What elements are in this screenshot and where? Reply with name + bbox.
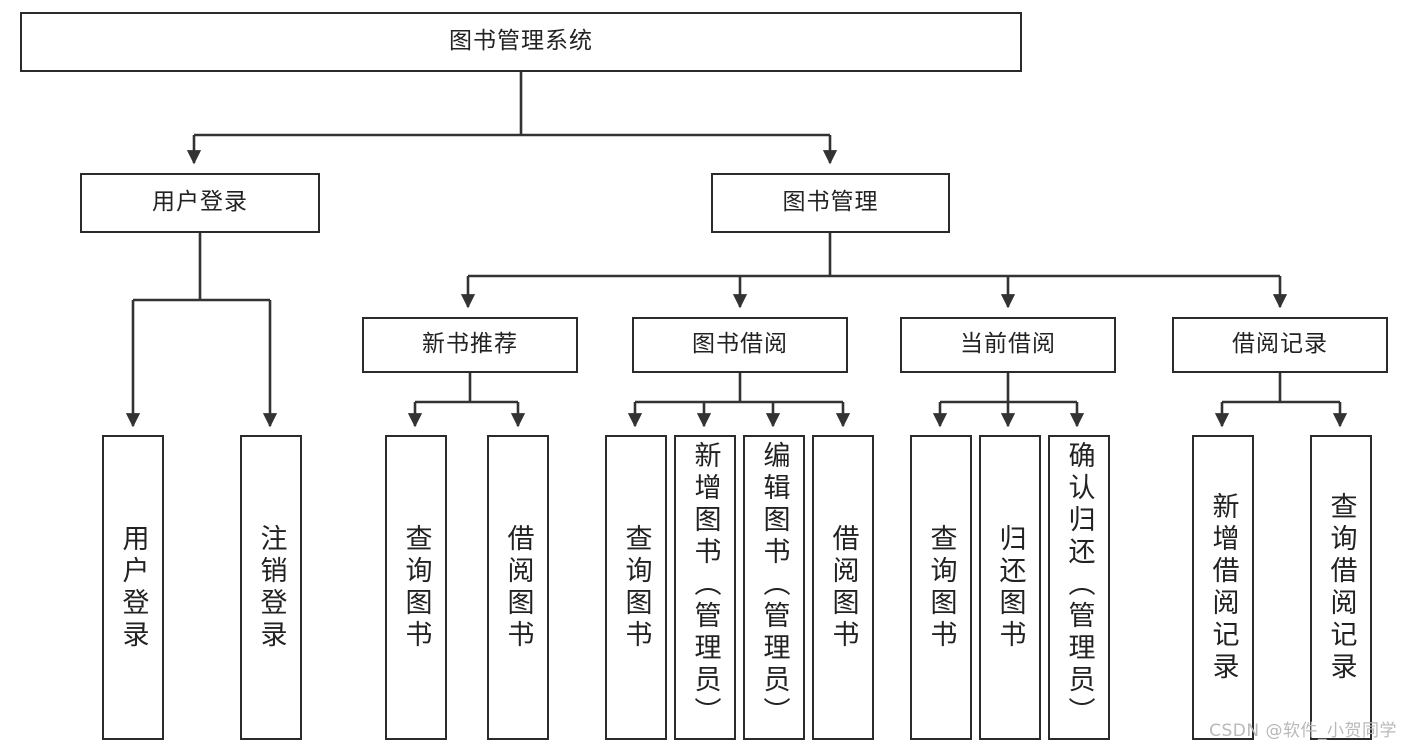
node-book-borrow-label: 图书借阅 — [692, 331, 788, 358]
node-leaf-logout-login[interactable]: 注销登录 — [240, 435, 302, 740]
node-leaf-return-book[interactable]: 归还图书 — [979, 435, 1041, 740]
node-new-book-recommend[interactable]: 新书推荐 — [362, 317, 578, 373]
node-leaf-edit-book-admin-label: 编辑图书（管理员） — [758, 441, 790, 729]
node-leaf-borrow-book-1-label: 借阅图书 — [502, 523, 534, 652]
node-leaf-add-borrow-record-label: 新增借阅记录 — [1207, 491, 1239, 684]
node-borrow-record-label: 借阅记录 — [1232, 331, 1328, 358]
node-leaf-return-book-label: 归还图书 — [994, 523, 1026, 652]
node-user-login[interactable]: 用户登录 — [80, 173, 320, 233]
node-leaf-confirm-return-admin[interactable]: 确认归还（管理员） — [1048, 435, 1110, 740]
node-leaf-query-book-3-label: 查询图书 — [925, 523, 957, 652]
node-leaf-borrow-book-2[interactable]: 借阅图书 — [812, 435, 874, 740]
node-book-manage[interactable]: 图书管理 — [711, 173, 950, 233]
node-book-borrow[interactable]: 图书借阅 — [632, 317, 848, 373]
node-root[interactable]: 图书管理系统 — [20, 12, 1022, 72]
node-leaf-add-book-admin-label: 新增图书（管理员） — [689, 441, 721, 729]
node-leaf-borrow-book-2-label: 借阅图书 — [827, 523, 859, 652]
node-book-manage-label: 图书管理 — [782, 189, 879, 216]
node-leaf-query-book-2-label: 查询图书 — [620, 523, 652, 652]
node-leaf-logout-login-label: 注销登录 — [255, 523, 287, 652]
node-leaf-query-book-1-label: 查询图书 — [400, 523, 432, 652]
node-borrow-record[interactable]: 借阅记录 — [1172, 317, 1388, 373]
node-user-login-label: 用户登录 — [152, 189, 248, 216]
node-leaf-add-borrow-record[interactable]: 新增借阅记录 — [1192, 435, 1254, 740]
csdn-watermark: CSDN @软件_小贺同学 — [1209, 721, 1397, 741]
node-leaf-query-book-1[interactable]: 查询图书 — [385, 435, 447, 740]
node-leaf-confirm-return-admin-label: 确认归还（管理员） — [1063, 441, 1095, 729]
node-current-borrow-label: 当前借阅 — [960, 331, 1056, 358]
node-leaf-query-book-2[interactable]: 查询图书 — [605, 435, 667, 740]
node-leaf-add-book-admin[interactable]: 新增图书（管理员） — [674, 435, 736, 740]
node-new-book-recommend-label: 新书推荐 — [422, 331, 518, 358]
node-leaf-borrow-book-1[interactable]: 借阅图书 — [487, 435, 549, 740]
node-leaf-query-borrow-record-label: 查询借阅记录 — [1325, 491, 1357, 684]
node-leaf-user-login-label: 用户登录 — [117, 523, 149, 652]
node-leaf-query-borrow-record[interactable]: 查询借阅记录 — [1310, 435, 1372, 740]
node-leaf-query-book-3[interactable]: 查询图书 — [910, 435, 972, 740]
node-current-borrow[interactable]: 当前借阅 — [900, 317, 1116, 373]
node-leaf-edit-book-admin[interactable]: 编辑图书（管理员） — [743, 435, 805, 740]
node-root-label: 图书管理系统 — [449, 28, 593, 55]
node-leaf-user-login[interactable]: 用户登录 — [102, 435, 164, 740]
